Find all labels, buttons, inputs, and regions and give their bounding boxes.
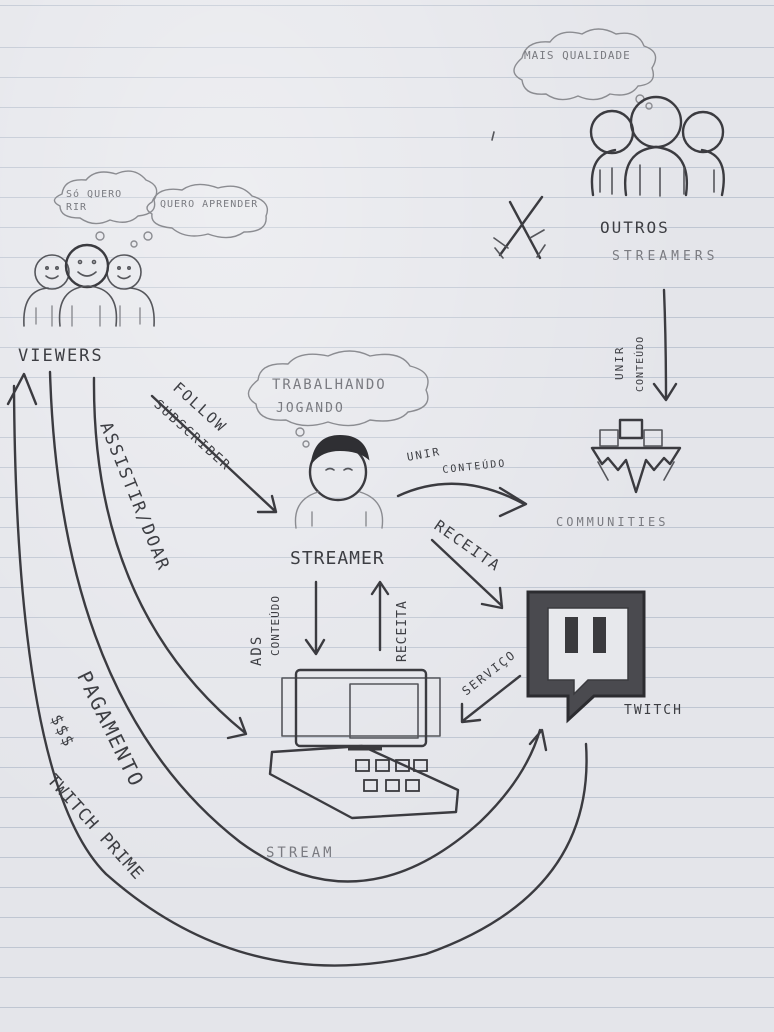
label-streamers-top: STREAMERS: [612, 249, 719, 264]
bubble-dot: [130, 240, 138, 248]
bubble-dot: [302, 440, 310, 448]
viewers-group-icon: [23, 243, 155, 327]
bubble-dot: [645, 102, 653, 110]
label-viewers: VIEWERS: [18, 346, 104, 366]
arrow-follow: [150, 394, 278, 514]
thought-bubble-so-quero-rir: [53, 170, 158, 225]
label-receita-vertical: RECEITA: [395, 600, 410, 662]
arrow-servico: [460, 674, 522, 724]
pencil-mark: [491, 131, 495, 141]
label-trabalhando: TRABALHANDO: [272, 377, 387, 393]
bubble-dot: [295, 427, 305, 437]
label-stream: STREAM: [266, 845, 335, 861]
arrow-streamers-to-communities: [652, 288, 678, 402]
arrow-twitch-prime: [6, 372, 588, 967]
label-conteudo-vertical-right: CONTEÚDO: [635, 335, 646, 392]
crossed-swords-icon: [493, 195, 546, 260]
label-unir-vertical: UNIR: [613, 345, 626, 381]
arrow-receita-up: [370, 580, 390, 652]
label-jogando: JOGANDO: [276, 401, 345, 416]
arrow-receita-to-twitch: [430, 538, 504, 610]
communities-icon: [590, 418, 682, 494]
streamer-person-icon: [294, 434, 384, 529]
label-ads: ADS: [249, 634, 265, 666]
twitch-logo-icon: [526, 590, 646, 724]
bubble-dot: [95, 231, 105, 241]
bubble-dot: [143, 231, 153, 241]
label-mais-qualidade: MAIS QUALIDADE: [524, 49, 631, 62]
thought-bubble-mais-qualidade: [513, 28, 657, 101]
thought-bubble-trabalhando: [247, 350, 429, 427]
arrow-assistir: [92, 376, 248, 740]
thought-bubble-quero-aprender: [146, 183, 269, 239]
label-quero-aprender: QUERO APRENDER: [160, 199, 259, 210]
arrow-unir-conteudo: [396, 482, 528, 518]
stream-computer-icon: [268, 668, 460, 820]
arrows: [6, 288, 678, 967]
arrow-pagamento: [48, 370, 548, 883]
label-conteudo-vertical: CONTEÚDO: [269, 595, 282, 656]
label-communities: COMMUNITIES: [556, 515, 669, 529]
label-so-quero-rir: Só QUERO RIR: [66, 189, 123, 213]
other-streamers-group-icon: [589, 95, 725, 197]
label-twitch: TWITCH: [624, 703, 683, 718]
label-outros: OUTROS: [600, 218, 670, 237]
label-streamer: STREAMER: [290, 548, 385, 569]
arrow-ads-conteudo: [304, 580, 326, 656]
